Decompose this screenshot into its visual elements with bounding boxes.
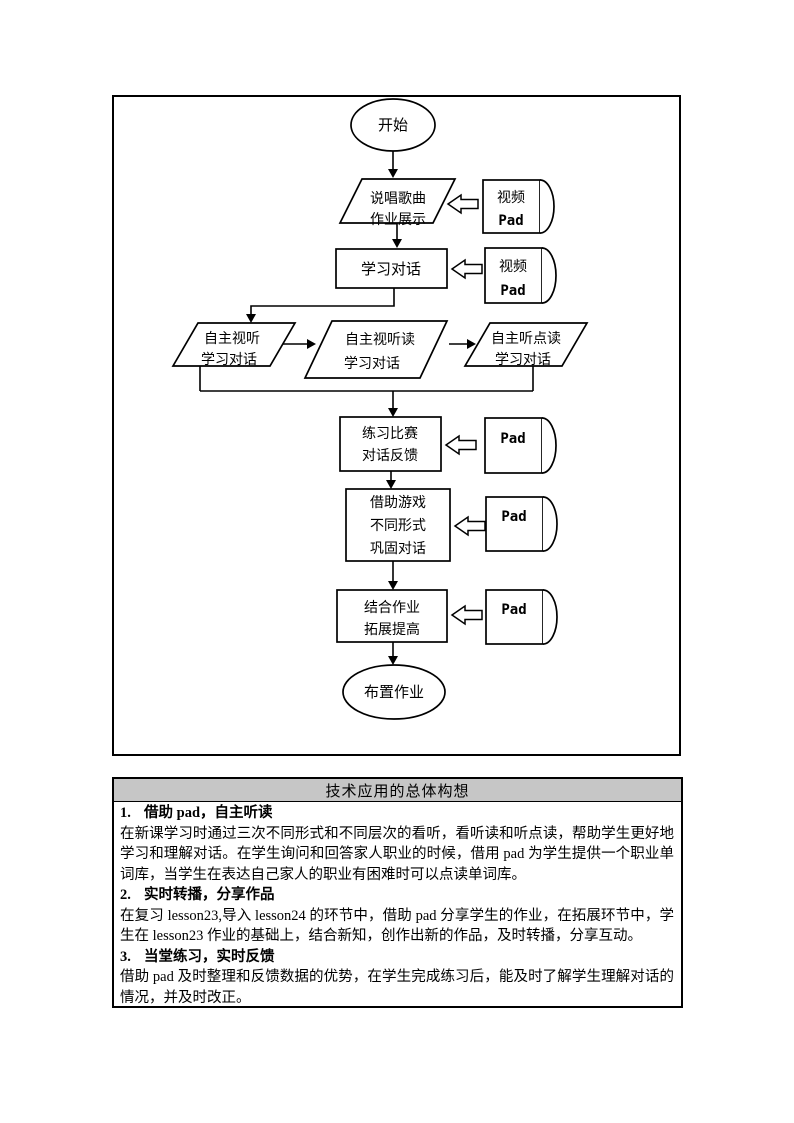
end-oval <box>342 664 446 720</box>
connector-extend-end <box>388 642 398 665</box>
end-node: 布置作业 <box>342 664 446 720</box>
extend-rect <box>336 589 448 643</box>
watch3-label-line2: 学习对话 <box>495 352 551 368</box>
start-node: 开始 <box>350 98 436 152</box>
media2-label-line2: Pad <box>500 283 525 299</box>
extend-label-line1: 结合作业 <box>364 600 420 616</box>
game-label-line1: 借助游戏 <box>370 495 426 511</box>
show-label-line1: 说唱歌曲 <box>370 191 426 207</box>
practice-label-line1: 练习比赛 <box>362 426 418 442</box>
show-label-line2: 作业展示 <box>370 212 426 228</box>
watch2-label-line1: 自主视听读 <box>345 331 415 348</box>
flowchart-canvas: 开始 说唱歌曲 作业展示 视频 Pad <box>171 98 589 720</box>
connector-learn-watch1 <box>246 288 395 323</box>
game-label-line2: 不同形式 <box>370 518 426 534</box>
practice-node: 练习比赛 对话反馈 <box>339 416 442 472</box>
watch1-label-line1: 自主视听 <box>204 331 260 347</box>
watch2-node: 自主视听读 学习对话 <box>303 320 449 379</box>
summary-item-1-body: 在新课学习时通过三次不同形式和不同层次的看听，看听读和听点读，帮助学生更好地学习… <box>120 825 674 883</box>
connector-show-learn <box>392 223 402 248</box>
summary-item-3-heading: 3. 当堂练习，实时反馈 <box>120 947 674 968</box>
practice-label-line2: 对话反馈 <box>362 448 418 464</box>
watch1-node: 自主视听 学习对话 <box>171 322 297 368</box>
connector-start-show <box>388 151 398 178</box>
media-pad-3: Pad <box>484 417 557 474</box>
watch1-parallelogram <box>171 322 297 367</box>
summary-item-2-heading: 2. 实时转播，分享作品 <box>120 885 674 906</box>
media2-body <box>484 247 543 304</box>
media-video-pad-2: 视频 Pad <box>484 247 557 304</box>
media1-curve <box>539 179 555 234</box>
summary-item-3-title: 当堂练习，实时反馈 <box>144 948 275 965</box>
watch3-node: 自主听点读 学习对话 <box>463 322 589 368</box>
block-arrow-5 <box>450 604 483 626</box>
media1-label-line2: Pad <box>498 213 523 229</box>
block-arrow-4 <box>453 515 486 537</box>
summary-item-1-number: 1. <box>120 805 131 821</box>
end-label: 布置作业 <box>364 684 424 701</box>
media2-label-line1: 视频 <box>499 259 527 275</box>
game-label-line3: 巩固对话 <box>370 541 426 557</box>
connector-watch1-watch2 <box>283 339 316 349</box>
media2-curve <box>541 247 557 304</box>
watch3-parallelogram <box>463 322 589 367</box>
media3-label: Pad <box>500 431 525 447</box>
learn-label: 学习对话 <box>361 261 421 278</box>
show-node: 说唱歌曲 作业展示 <box>338 178 457 228</box>
media1-label-line1: 视频 <box>497 190 525 206</box>
extend-label-line2: 拓展提高 <box>364 621 420 638</box>
summary-item-1-title: 借助 pad，自主听读 <box>144 805 273 821</box>
block-arrow-1 <box>446 193 479 215</box>
learn-node: 学习对话 <box>335 248 448 289</box>
media5-curve <box>542 589 558 645</box>
media-pad-5: Pad <box>485 589 558 645</box>
media5-label: Pad <box>501 602 526 618</box>
summary-panel: 技术应用的总体构想 1. 借助 pad，自主听读 在新课学习时通过三次不同形式和不… <box>112 777 683 1008</box>
summary-item-3-number: 3. <box>120 948 131 965</box>
watch3-label-line1: 自主听点读 <box>491 330 561 347</box>
connector-game-extend <box>388 561 398 590</box>
watch2-label-line2: 学习对话 <box>344 356 400 372</box>
summary-item-3-body: 借助 pad 及时整理和反馈数据的优势，在学生完成练习后，能及时了解学生理解对话… <box>120 969 674 1006</box>
start-label: 开始 <box>378 117 408 134</box>
summary-item-2-number: 2. <box>120 887 131 903</box>
show-parallelogram <box>338 178 457 224</box>
extend-node: 结合作业 拓展提高 <box>336 589 448 643</box>
summary-title: 技术应用的总体构想 <box>325 783 470 800</box>
media5-body <box>485 589 544 645</box>
summary-item-2-title: 实时转播，分享作品 <box>144 887 275 903</box>
summary-item-1-heading: 1. 借助 pad，自主听读 <box>120 803 674 824</box>
summary-body: 1. 借助 pad，自主听读 在新课学习时通过三次不同形式和不同层次的看听，看听读… <box>114 802 681 1008</box>
media3-body <box>484 417 543 474</box>
connector-practice-game <box>386 471 396 489</box>
summary-header: 技术应用的总体构想 <box>114 779 681 802</box>
media-video-pad-1: 视频 Pad <box>482 179 555 234</box>
game-rect <box>345 488 451 562</box>
game-node: 借助游戏 不同形式 巩固对话 <box>345 488 451 562</box>
connector-watch-practice <box>199 366 534 417</box>
media4-curve <box>542 496 558 552</box>
media-pad-4: Pad <box>485 496 558 552</box>
block-arrow-3 <box>444 434 477 456</box>
block-arrow-2 <box>450 258 483 280</box>
watch2-parallelogram <box>303 320 449 379</box>
summary-item-2-body: 在复习 lesson23,导入 lesson24 的环节中，借助 pad 分享学… <box>120 907 674 945</box>
media3-curve <box>541 417 557 474</box>
media4-label: Pad <box>501 509 526 525</box>
connector-watch2-watch3 <box>449 339 476 349</box>
learn-rect <box>335 248 448 289</box>
flowchart-panel: 开始 说唱歌曲 作业展示 视频 Pad <box>112 95 681 756</box>
watch1-label-line2: 学习对话 <box>201 352 257 368</box>
media4-body <box>485 496 544 552</box>
